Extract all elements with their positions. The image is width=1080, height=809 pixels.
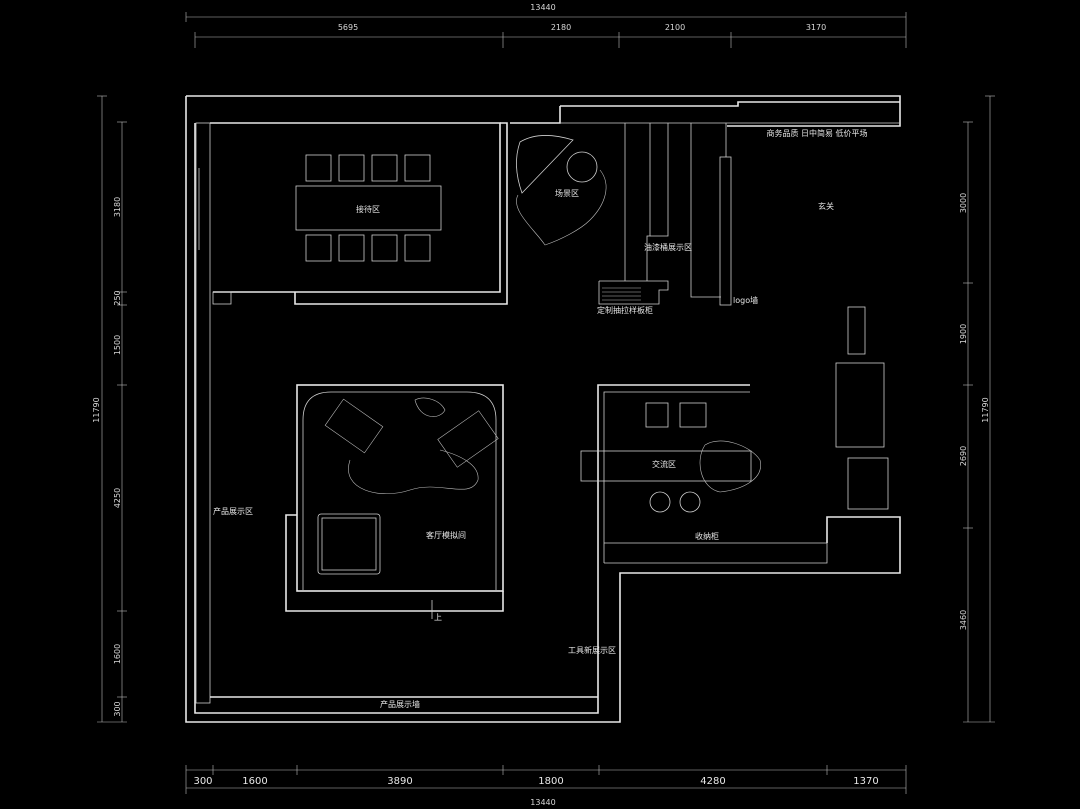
dim-top: 2100: [665, 23, 685, 32]
dim-left: 3180: [113, 197, 122, 217]
label-sample-cabinet: 定制抽拉样板柜: [597, 305, 653, 315]
label-product-wall: 产品展示墙: [380, 699, 420, 709]
dim-bottom: 1600: [242, 776, 267, 787]
dim-left: 250: [113, 290, 122, 305]
label-reception: 接待区: [356, 204, 380, 214]
walls: [185, 95, 901, 723]
dim-right-total: 11790: [981, 397, 990, 422]
dim-bottom: 1800: [538, 776, 563, 787]
label-tool-display: 工具新展示区: [568, 645, 616, 655]
dim-bottom: 4280: [700, 776, 725, 787]
dim-right: 3000: [959, 193, 968, 213]
dim-left: 4250: [113, 488, 122, 508]
reception-furniture: [295, 154, 442, 262]
label-product-area: 产品展示区: [213, 506, 253, 516]
dim-top-total: 13440: [530, 3, 555, 12]
dim-bottom-total: 13440: [530, 798, 555, 807]
dim-right: 2690: [959, 446, 968, 466]
label-paint-display: 油漆桶展示区: [644, 242, 692, 252]
label-exchange: 交流区: [652, 459, 676, 469]
label-scene: 场景区: [555, 189, 579, 198]
dim-bottom: 3890: [387, 776, 412, 787]
dim-left: 1500: [113, 335, 122, 355]
dim-right: 3460: [959, 610, 968, 630]
dim-left: 300: [113, 701, 122, 716]
label-storage: 收纳柜: [695, 531, 719, 541]
dim-top: 2180: [551, 23, 571, 32]
label-logo-wall: logo墙: [733, 295, 758, 305]
dim-left-total: 11790: [92, 397, 101, 422]
living-room-sofas: [324, 397, 499, 495]
dim-bottom: 300: [193, 776, 212, 787]
dimension-lines: [97, 12, 995, 794]
left-dims: 3180 250 1500 4250 1600 300 11790 3000 1…: [92, 193, 990, 717]
label-entrance-note: 商务品质 日中简易 低价平场: [766, 128, 867, 138]
dim-bottom: 1370: [853, 776, 878, 787]
label-living-room: 客厅模拟间: [426, 530, 466, 540]
label-entrance: 玄关: [818, 201, 834, 211]
dim-top: 5695: [338, 23, 358, 32]
dim-right: 1900: [959, 324, 968, 344]
dim-top: 3170: [806, 23, 826, 32]
dim-left: 1600: [113, 644, 122, 664]
label-stairs-up: 上: [434, 613, 442, 622]
